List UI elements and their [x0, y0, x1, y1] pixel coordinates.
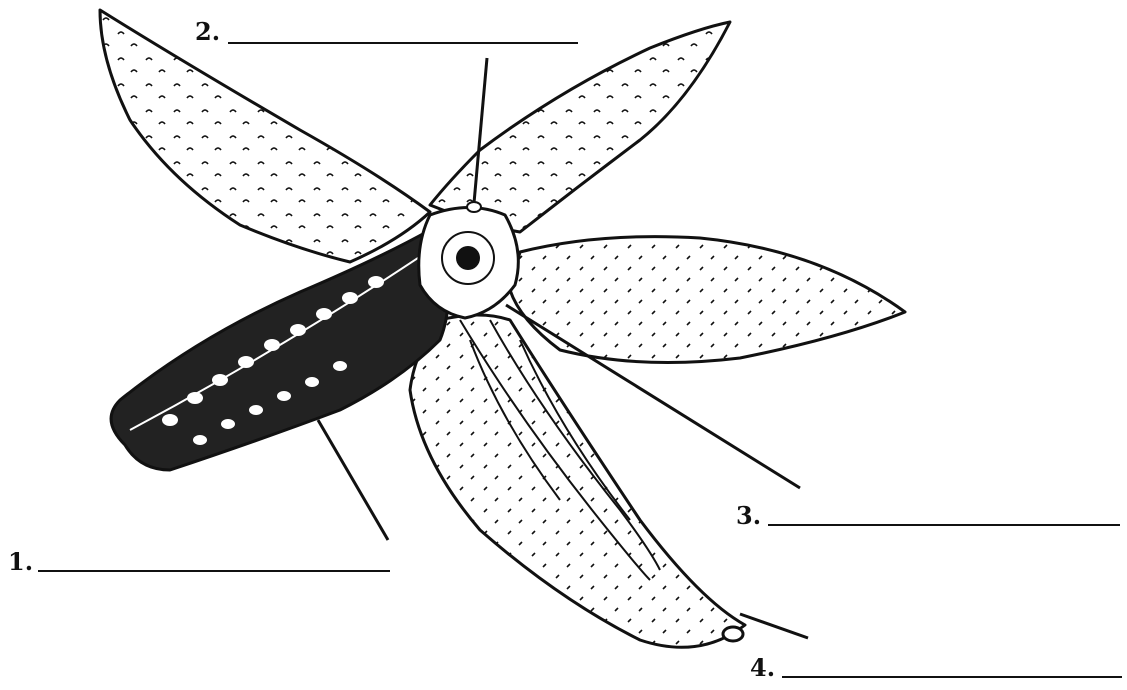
answer-line-2[interactable] [228, 42, 578, 44]
answer-line-1[interactable] [38, 570, 390, 572]
label-3: 3. [736, 504, 761, 528]
arm-lower [410, 315, 745, 647]
madreporite [467, 202, 481, 212]
eyespot [723, 627, 743, 641]
arm-dissected [111, 230, 448, 470]
answer-line-4[interactable] [782, 676, 1122, 678]
label-1: 1. [8, 550, 33, 574]
label-4: 4. [750, 656, 775, 680]
arm-upper-left [100, 10, 430, 262]
label-2: 2. [195, 20, 220, 44]
answer-line-3[interactable] [768, 524, 1120, 526]
